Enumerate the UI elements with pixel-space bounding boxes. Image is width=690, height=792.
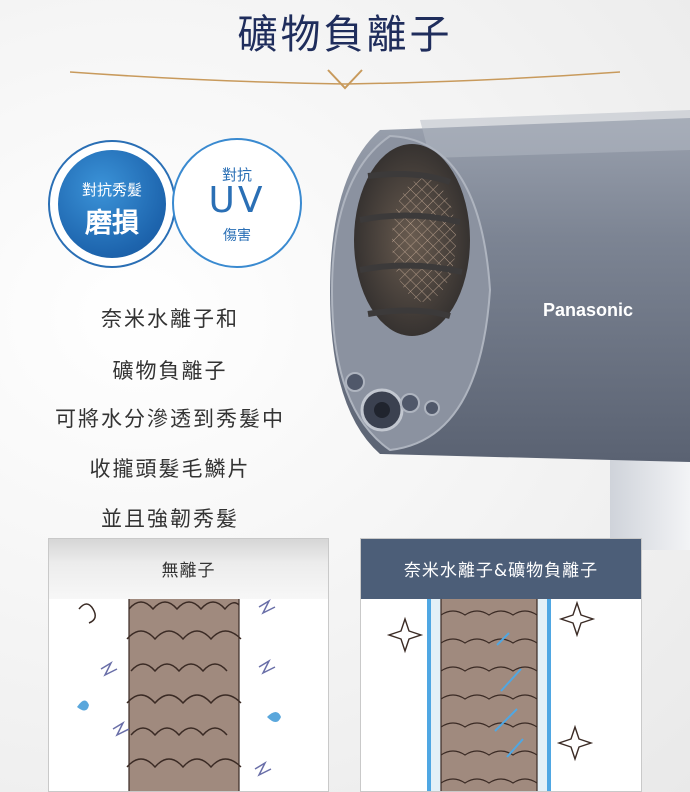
brand-logo: Panasonic xyxy=(543,300,633,320)
badge-main-text: 磨損 xyxy=(85,208,139,239)
anti-damage-badge: 對抗秀髮 磨損 xyxy=(48,140,176,268)
badge-line: 傷害 xyxy=(223,228,251,244)
healthy-hair-illustration xyxy=(386,599,596,791)
hair-dryer-image: Panasonic xyxy=(330,110,690,550)
ion-comparison-card: 奈米水離子&礦物負離子 xyxy=(360,538,642,792)
description-line: 並且強韌秀髮 xyxy=(101,507,239,531)
description-line: 礦物負離子 xyxy=(112,359,228,383)
badge-line: 對抗秀髮 xyxy=(81,181,142,199)
badge-main-text: UV xyxy=(208,180,266,221)
badge-line: 對抗 xyxy=(221,166,252,184)
page-title: 礦物負離子 xyxy=(237,12,453,58)
description-line: 可將水分滲透到秀髮中 xyxy=(55,407,285,431)
no-ion-comparison-card: 無離子 xyxy=(48,538,329,792)
card-label: 奈米水離子&礦物負離子 xyxy=(361,539,641,599)
card-label: 無離子 xyxy=(49,539,328,599)
damaged-hair-illustration xyxy=(77,599,281,791)
description-line: 收攏頭髮毛鱗片 xyxy=(89,457,251,481)
description-line: 奈米水離子和 xyxy=(101,307,239,331)
anti-uv-badge: 對抗 UV 傷害 xyxy=(172,138,302,268)
ornamental-divider xyxy=(70,69,620,90)
